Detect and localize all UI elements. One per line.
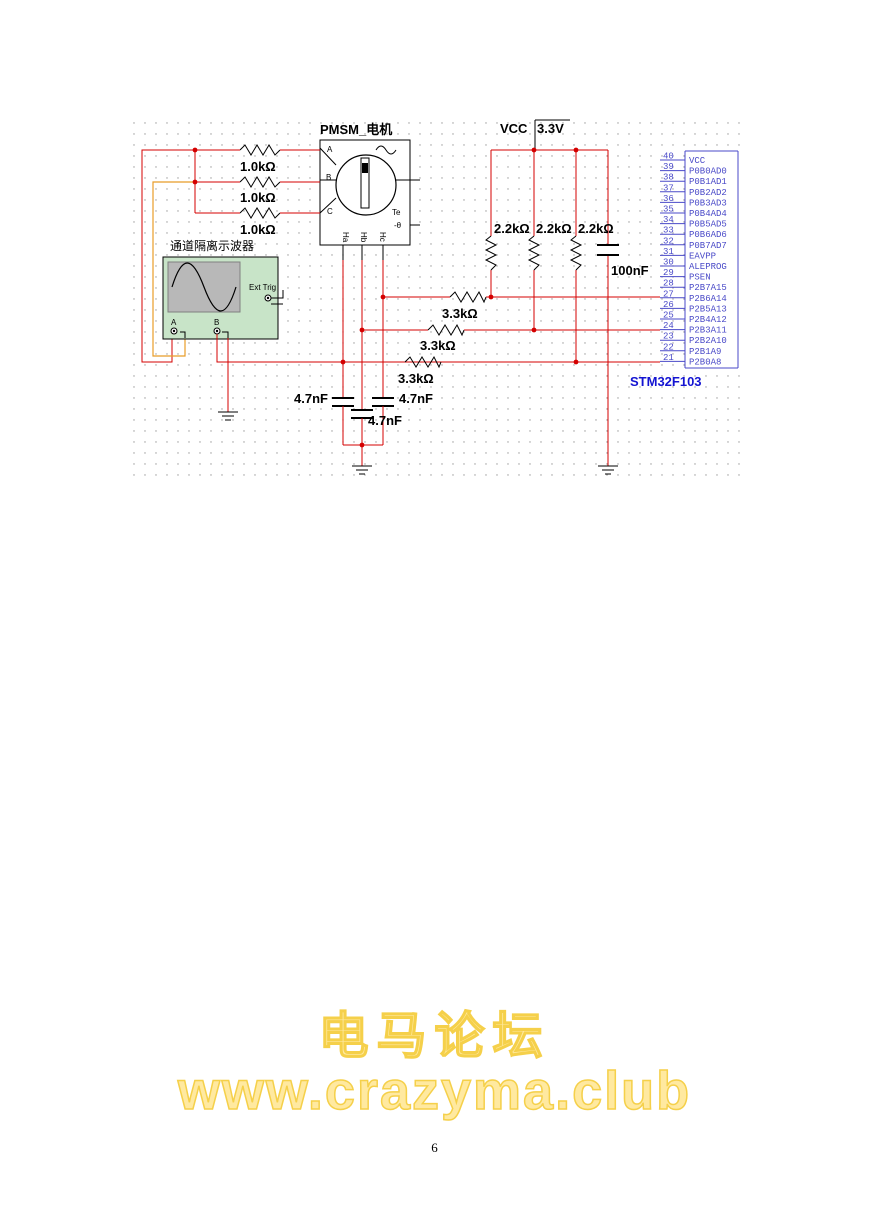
mcu-pin-name: P0B5AD5 — [689, 220, 727, 230]
series-resistor-3-value: 3.3kΩ — [398, 371, 434, 386]
scope-ext-trig: Ext Trig — [249, 283, 276, 292]
filter-cap-3-value: 4.7nF — [368, 413, 402, 428]
mcu-pin-name: P2B4A12 — [689, 315, 727, 325]
mcu-pin-name: EAVPP — [689, 251, 716, 261]
mcu-pin-number: 26 — [663, 300, 674, 310]
mcu-pin-number: 28 — [663, 279, 674, 289]
mcu-pin-name: P2B6A14 — [689, 294, 727, 304]
mcu-label: STM32F103 — [630, 374, 702, 389]
mcu-pin-number: 27 — [663, 289, 674, 299]
motor-pin-c: C — [327, 207, 333, 216]
resistor-c-value: 1.0kΩ — [240, 222, 276, 237]
ground-symbol-scope — [218, 411, 238, 421]
vcc-label: VCC — [500, 121, 528, 136]
decoupling-capacitor — [597, 244, 619, 256]
motor-label: PMSM_电机 — [320, 122, 392, 137]
mcu-pin-number: 35 — [663, 205, 674, 215]
scope-label: 通道隔离示波器 — [170, 238, 254, 253]
resistor-b-value: 1.0kΩ — [240, 190, 276, 205]
filter-cap-2-value: 4.7nF — [399, 391, 433, 406]
mcu-pin-number: 30 — [663, 258, 674, 268]
mcu-pin-name: ALEPROG — [689, 262, 727, 272]
mcu-pin-number: 38 — [663, 173, 674, 183]
mcu-pin-name: P0B0AD0 — [689, 167, 727, 177]
mcu-pin-name: P2B1A9 — [689, 347, 721, 357]
scope-channel-b: B — [214, 318, 219, 327]
series-resistors — [404, 290, 487, 369]
mcu-pin-name: P0B4AD4 — [689, 209, 727, 219]
mcu-pin-number: 32 — [663, 236, 674, 246]
mcu-pin-number: 21 — [663, 353, 674, 363]
mcu-pin-number: 34 — [663, 215, 674, 225]
mcu-pin-name: P0B3AD3 — [689, 198, 727, 208]
mcu-pin-name: PSEN — [689, 273, 711, 283]
mcu-pin-number: 37 — [663, 183, 674, 193]
mcu-pin-name: P2B5A13 — [689, 304, 727, 314]
decoupling-cap-value: 100nF — [611, 263, 649, 278]
mcu-pin-number: 33 — [663, 226, 674, 236]
mcu-pin-number: 22 — [663, 342, 674, 352]
mcu-pin-number: 40 — [663, 152, 674, 162]
motor-te-label: Te — [392, 208, 401, 217]
motor-pin-b: B — [326, 173, 331, 182]
ground-symbol-hall — [352, 465, 372, 475]
pullup-resistor-1-value: 2.2kΩ — [494, 221, 530, 236]
mcu-pin-number: 24 — [663, 321, 674, 331]
hall-pin-hc: Hc — [378, 232, 387, 242]
mcu-pin-name: P0B7AD7 — [689, 241, 727, 251]
motor-theta-label: -θ — [394, 221, 402, 230]
mcu-pin-number: 23 — [663, 332, 674, 342]
mcu-pin-name: P0B1AD1 — [689, 177, 727, 187]
mcu-pin-name: P2B2A10 — [689, 336, 727, 346]
series-resistor-2-value: 3.3kΩ — [420, 338, 456, 353]
vcc-value: 3.3V — [537, 121, 564, 136]
mcu-pin-number: 31 — [663, 247, 674, 257]
ground-symbol-vcc — [598, 465, 618, 475]
mcu-pin-number: 39 — [663, 162, 674, 172]
mcu-pin-number: 25 — [663, 311, 674, 321]
page-number: 6 — [431, 1140, 438, 1155]
mcu-pin-name: P2B7A15 — [689, 283, 727, 293]
filter-cap-1-value: 4.7nF — [294, 391, 328, 406]
mcu-pin-number: 36 — [663, 194, 674, 204]
pmsm-motor: A B C Te -θ Ha Hb Hc — [319, 139, 420, 246]
hall-pin-hb: Hb — [359, 232, 368, 243]
watermark-cn: 电马论坛 — [318, 1006, 551, 1066]
hall-pin-ha: Ha — [341, 232, 350, 243]
pullup-resistor-2-value: 2.2kΩ — [536, 221, 572, 236]
scope-channel-a: A — [171, 318, 177, 327]
series-resistor-1-value: 3.3kΩ — [442, 306, 478, 321]
mcu-pin-name: P0B6AD6 — [689, 230, 727, 240]
resistor-a-value: 1.0kΩ — [240, 159, 276, 174]
watermark-url: www.crazyma.club — [177, 1060, 692, 1122]
mcu-pin-name: P2B3A11 — [689, 326, 727, 336]
pullup-resistor-3-value: 2.2kΩ — [578, 221, 614, 236]
motor-pin-a: A — [327, 145, 333, 154]
mcu-pin-name: P0B2AD2 — [689, 188, 727, 198]
mcu-pin-name: VCC — [689, 156, 706, 166]
pullup-resistors — [484, 235, 583, 271]
oscilloscope — [162, 256, 284, 340]
mcu-pin-name: P2B0A8 — [689, 357, 721, 367]
mcu-pin-number: 29 — [663, 268, 674, 278]
phase-resistors — [239, 144, 281, 219]
